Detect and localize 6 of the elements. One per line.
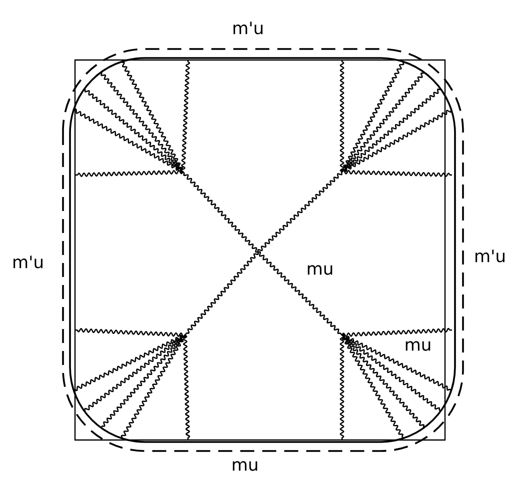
- label: m'u: [473, 248, 507, 264]
- label: m'u: [11, 254, 45, 270]
- label: mu: [403, 340, 433, 352]
- label: mu: [305, 264, 335, 276]
- label: m'u: [231, 20, 265, 36]
- label: mu: [230, 460, 260, 472]
